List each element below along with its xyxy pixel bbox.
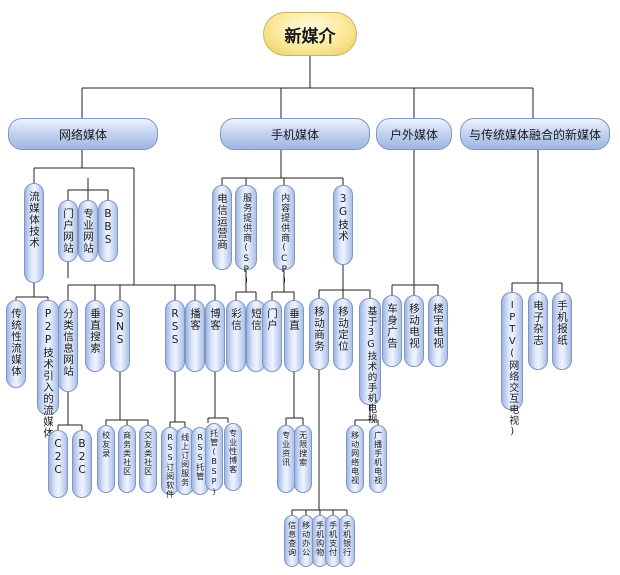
blog-node: 博客 <box>205 300 225 372</box>
dating-community-node: 交友类社区 <box>139 425 157 493</box>
category-web-media: 网络媒体 <box>8 118 158 150</box>
category-outdoor-media: 户外媒体 <box>376 118 452 150</box>
car-ads-node: 车身广告 <box>382 295 402 367</box>
podcast-node: 播客 <box>185 300 205 372</box>
mobile-tv-3g-node: 基于3G技术的手机电视 <box>359 298 381 425</box>
mobile-biz-node: 移动商务 <box>309 298 329 370</box>
sp-node: 服务提供商(SP) <box>235 185 257 287</box>
info-portal-node: 分类信息网站 <box>58 300 78 392</box>
pro-sites-node: 专业网站 <box>78 200 98 262</box>
streaming-p2p-node: P2P技术引入的流媒体 <box>37 300 59 439</box>
mms-node: 彩信 <box>226 300 246 372</box>
root-node: 新媒介 <box>263 12 357 56</box>
portal-node: 门户 <box>262 300 282 372</box>
sms-node: 短信 <box>246 300 266 372</box>
bsp-node: 托管(BSP) <box>205 423 223 497</box>
telecom-node: 电信运营商 <box>212 185 232 270</box>
pro-info-node: 专业资讯 <box>277 425 295 493</box>
mobile-bank-node: 手机银行 <box>339 515 355 567</box>
streaming-tech-node: 流媒体技术 <box>24 183 44 283</box>
mobile-tv-node: 移动电视 <box>404 295 424 367</box>
broadcast-tv-node: 广播手机电视 <box>369 425 387 493</box>
vertical-node: 垂直 <box>284 300 304 372</box>
wireless-search-node: 无限搜索 <box>294 425 312 493</box>
category-mobile-media: 手机媒体 <box>220 118 370 150</box>
portal-sites-node: 门户网站 <box>58 200 78 262</box>
streaming-traditional-node: 传统性流媒体 <box>6 300 26 388</box>
iptv-node: IPTV(网络交互电视) <box>501 292 523 438</box>
3g-node: 3G技术 <box>333 185 353 265</box>
mobile-net-tv-node: 移动网络电视 <box>346 425 364 493</box>
category-fusion-media: 与传统媒体融合的新媒体 <box>460 118 610 150</box>
mobile-loc-node: 移动定位 <box>333 298 353 370</box>
vertical-search-node: 垂直搜索 <box>85 300 105 372</box>
c2c-node: C2C <box>48 430 68 498</box>
sns-node: SNS <box>110 300 130 372</box>
mobile-paper-node: 手机报纸 <box>552 292 572 370</box>
alumni-node: 校友录 <box>97 425 115 493</box>
pro-blog-node: 专业性博客 <box>224 423 242 491</box>
cp-node: 内容提供商(CP) <box>273 185 295 287</box>
b2c-node: B2C <box>72 430 92 498</box>
e-magazine-node: 电子杂志 <box>528 292 548 370</box>
building-tv-node: 楼宇电视 <box>428 295 448 367</box>
biz-community-node: 商务类社区 <box>118 425 136 493</box>
rss-node: RSS <box>165 300 185 372</box>
bbs-node: BBS <box>98 200 118 262</box>
